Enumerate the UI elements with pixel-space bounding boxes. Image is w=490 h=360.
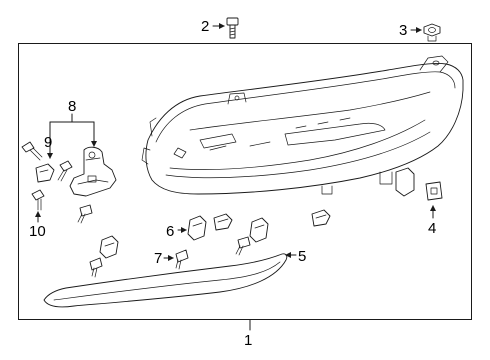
callout-4: 4 bbox=[428, 220, 436, 237]
callout-6: 6 bbox=[166, 223, 174, 240]
screw-part-b bbox=[57, 160, 73, 182]
screw-part-c bbox=[31, 189, 45, 211]
clip-nut-part bbox=[425, 181, 443, 201]
callout-8: 8 bbox=[68, 98, 76, 115]
callout-10: 10 bbox=[29, 223, 46, 240]
bolt-part bbox=[226, 17, 239, 39]
callout-2: 2 bbox=[201, 18, 209, 35]
screw-part-e bbox=[89, 257, 103, 278]
screw-part-a bbox=[21, 141, 43, 161]
trim-strip-part bbox=[43, 253, 288, 308]
retainer-clip-part bbox=[249, 217, 269, 243]
callout-1: 1 bbox=[244, 332, 252, 349]
callout-7: 7 bbox=[154, 250, 162, 267]
headlamp-housing bbox=[141, 55, 464, 197]
assembly-frame bbox=[18, 43, 472, 320]
screw-part-f bbox=[175, 249, 189, 270]
retainer-clip-part bbox=[99, 235, 119, 259]
callout-5: 5 bbox=[298, 248, 306, 265]
callout-3: 3 bbox=[399, 22, 407, 39]
screw-part-d bbox=[77, 204, 93, 224]
retainer-clip-part bbox=[311, 209, 331, 227]
adjuster-bracket-part bbox=[69, 146, 117, 197]
screw-part-g bbox=[235, 236, 251, 256]
adjuster-clip-part bbox=[35, 163, 55, 183]
callout-9: 9 bbox=[44, 134, 52, 151]
retainer-clip-part bbox=[213, 213, 233, 231]
retainer-clip-part bbox=[187, 215, 207, 241]
nut-part bbox=[423, 23, 441, 42]
